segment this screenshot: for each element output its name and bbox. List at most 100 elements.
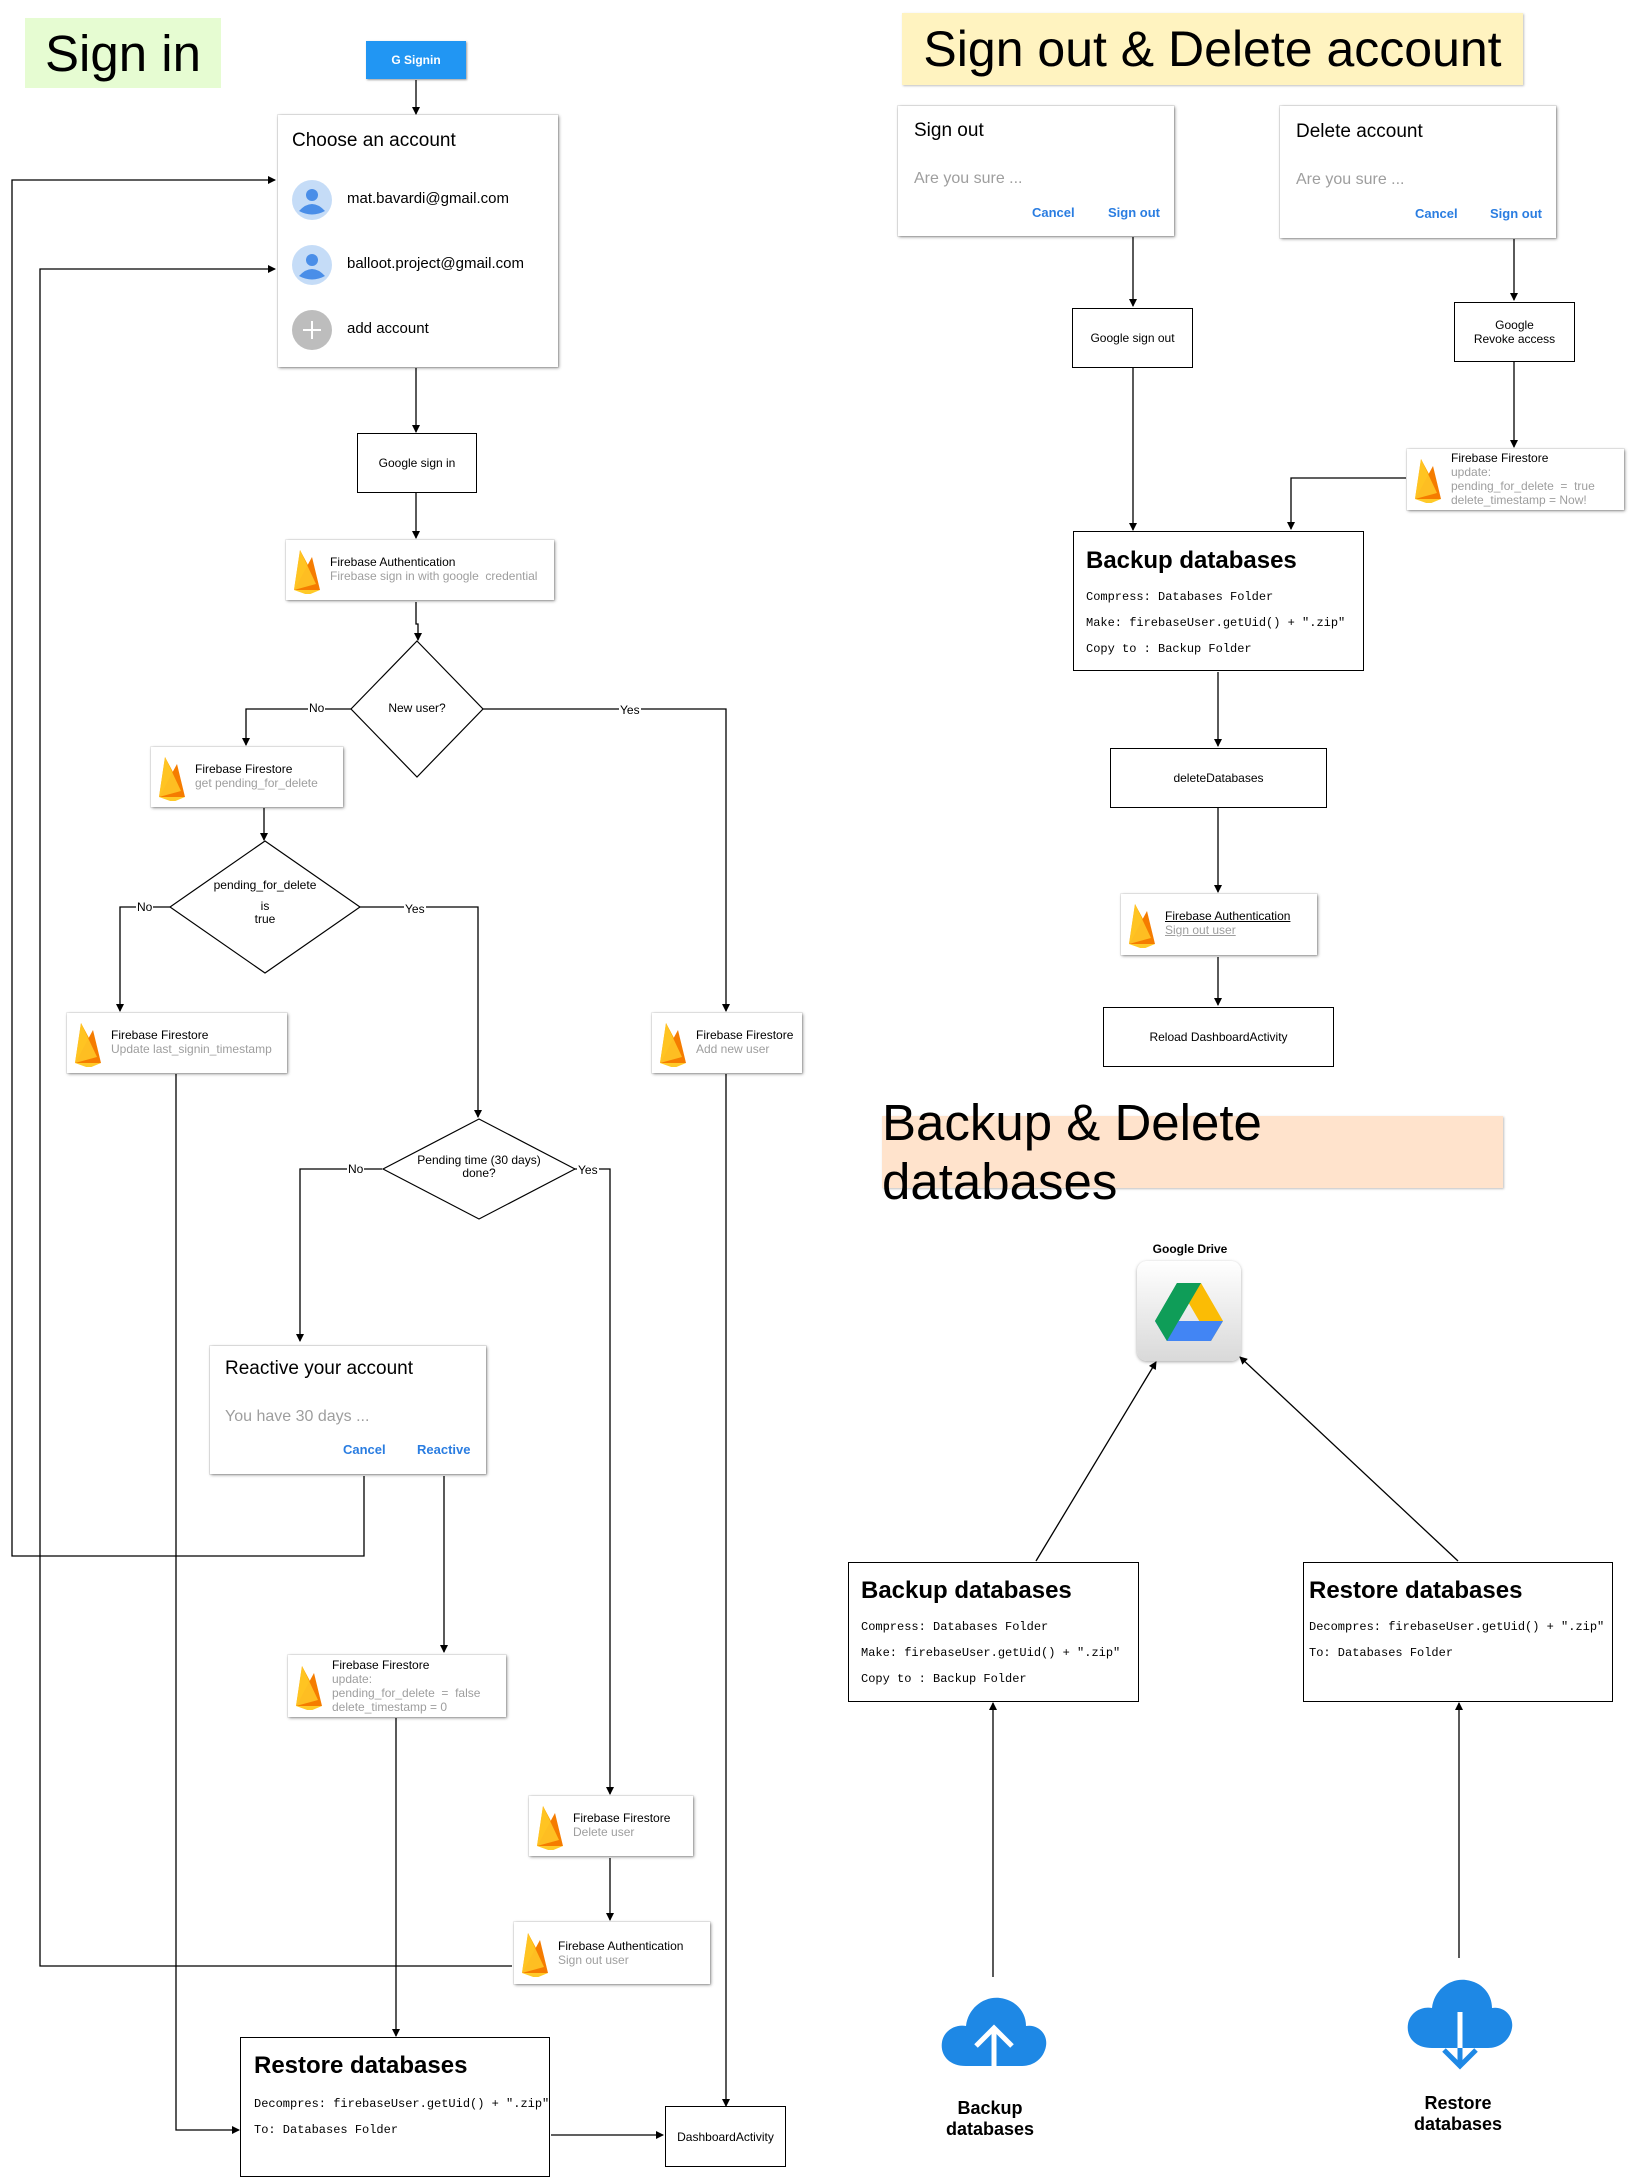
person-icon: [299, 254, 325, 280]
new-user-decision: [350, 640, 484, 778]
firebase-icon: [159, 757, 185, 801]
box-line: Compress: Databases Folder: [1086, 590, 1274, 604]
google-revoke-box: Google Revoke access: [1454, 302, 1575, 362]
card-subtitle: update: pending_for_delete = true delete…: [1451, 465, 1595, 507]
reload-dashboard-box: Reload DashboardActivity: [1103, 1007, 1334, 1067]
card-title: Firebase Authentication: [558, 1939, 684, 1953]
card-title: Firebase Firestore: [195, 762, 293, 776]
card-subtitle: Add new user: [696, 1042, 770, 1056]
box-line: Copy to : Backup Folder: [1086, 642, 1252, 656]
box-title: Restore databases: [254, 2052, 468, 2079]
google-drive-label: Google Drive: [1152, 1242, 1228, 1256]
firestore-update-last-card: Firebase Firestore Update last_signin_ti…: [67, 1013, 287, 1073]
box-line: Make: firebaseUser.getUid() + ".zip": [1086, 616, 1346, 630]
box-line: Copy to : Backup Folder: [861, 1672, 1027, 1686]
firebase-icon: [660, 1023, 686, 1067]
firebase-icon: [1129, 904, 1155, 948]
firebase-signout-card: Firebase Authentication Sign out user: [514, 1922, 710, 1984]
box-title: Restore databases: [1309, 1577, 1523, 1604]
dialog-message: Are you sure ...: [914, 170, 1023, 187]
card-title: Firebase Authentication: [330, 555, 456, 569]
firestore-update-pending-card: Firebase Firestore update: pending_for_d…: [288, 1655, 506, 1717]
sign-out-button[interactable]: Sign out: [1490, 206, 1542, 221]
dialog-message: You have 30 days ...: [225, 1408, 370, 1425]
delete-account-dialog: Delete account Are you sure ... Cancel S…: [1280, 106, 1556, 238]
firebase-auth-signout-card: Firebase Authentication Sign out user: [1121, 894, 1317, 955]
sign-out-button[interactable]: Sign out: [1108, 205, 1160, 220]
google-sign-out-box: Google sign out: [1072, 308, 1193, 368]
firestore-get-pending-card: Firebase Firestore get pending_for_delet…: [151, 747, 343, 807]
restore-databases-box: Restore databases Decompres: firebaseUse…: [1303, 1562, 1613, 1702]
card-subtitle: get pending_for_delete: [195, 776, 318, 790]
firebase-icon: [296, 1666, 322, 1710]
reactive-account-dialog: Reactive your account You have 30 days .…: [210, 1346, 486, 1474]
firestore-update-delete-card: Firebase Firestore update: pending_for_d…: [1407, 449, 1624, 510]
card-subtitle: Update last_signin_timestamp: [111, 1042, 272, 1056]
sign-out-dialog: Sign out Are you sure ... Cancel Sign ou…: [898, 106, 1174, 236]
firebase-icon: [1415, 459, 1441, 503]
dashboard-activity-box: DashboardActivity: [665, 2106, 786, 2167]
box-title: Backup databases: [861, 1577, 1072, 1604]
google-signin-button[interactable]: G Signin: [366, 41, 466, 79]
card-subtitle: Sign out user: [1165, 923, 1236, 937]
firestore-add-user-card: Firebase Firestore Add new user: [652, 1013, 802, 1073]
backup-databases-box: Backup databases Compress: Databases Fol…: [848, 1562, 1139, 1702]
add-account-label: add account: [347, 320, 429, 337]
card-subtitle: Firebase sign in with google credential: [330, 569, 538, 583]
pending-decision: [169, 840, 361, 974]
card-title: Firebase Firestore: [696, 1028, 794, 1042]
edge-label-yes: Yes: [577, 1163, 599, 1177]
delete-databases-box: deleteDatabases: [1110, 748, 1327, 808]
firebase-icon: [75, 1023, 101, 1067]
card-title: Firebase Firestore: [573, 1811, 671, 1825]
pending-time-label: Pending time (30 days) done?: [417, 1153, 541, 1180]
cloud-download-icon: [1407, 1979, 1513, 2070]
account-email: balloot.project@gmail.com: [347, 255, 524, 272]
box-line: Make: firebaseUser.getUid() + ".zip": [861, 1646, 1121, 1660]
dialog-title: Delete account: [1296, 121, 1423, 142]
edge-label-no: No: [308, 701, 326, 715]
google-drive-icon: [1137, 1261, 1241, 1361]
reactive-button[interactable]: Reactive: [417, 1442, 471, 1457]
edge-label-yes: Yes: [619, 703, 641, 717]
firebase-icon: [522, 1933, 548, 1977]
cancel-button[interactable]: Cancel: [343, 1442, 386, 1457]
cancel-button[interactable]: Cancel: [1032, 205, 1075, 220]
backup-databases-box: Backup databases Compress: Databases Fol…: [1073, 531, 1364, 671]
section-title-sign-out-delete: Sign out & Delete account: [902, 13, 1523, 85]
edge-label-no: No: [347, 1162, 365, 1176]
firebase-icon: [537, 1806, 563, 1850]
account-chooser-dialog: Choose an account mat.bavardi@gmail.com …: [278, 115, 558, 367]
dialog-title: Sign out: [914, 120, 984, 141]
firestore-delete-user-card: Firebase Firestore Delete user: [529, 1796, 693, 1856]
google-sign-in-box: Google sign in: [357, 433, 477, 493]
edge-label-no: No: [136, 900, 154, 914]
cloud-upload-label: Backup databases: [945, 2098, 1035, 2139]
firebase-icon: [294, 550, 320, 594]
account-email: mat.bavardi@gmail.com: [347, 190, 509, 207]
avatar: [292, 180, 332, 220]
box-line: Decompres: firebaseUser.getUid() + ".zip…: [254, 2097, 550, 2111]
card-subtitle: Delete user: [573, 1825, 635, 1839]
card-title: Firebase Authentication: [1165, 909, 1291, 923]
avatar: [292, 245, 332, 285]
plus-icon: [292, 310, 332, 350]
dialog-message: Are you sure ...: [1296, 171, 1405, 188]
cancel-button[interactable]: Cancel: [1415, 206, 1458, 221]
card-subtitle: Sign out user: [558, 1953, 629, 1967]
dialog-title: Reactive your account: [225, 1358, 413, 1379]
card-title: Firebase Firestore: [332, 1658, 430, 1672]
box-line: To: Databases Folder: [254, 2123, 399, 2137]
box-line: Decompres: firebaseUser.getUid() + ".zip…: [1309, 1620, 1605, 1634]
restore-databases-box: Restore databases Decompres: firebaseUse…: [240, 2037, 550, 2177]
person-icon: [299, 189, 325, 215]
card-title: Firebase Firestore: [1451, 451, 1549, 465]
pending-time-decision: [382, 1118, 576, 1220]
section-title-backup-delete: Backup & Delete databases: [882, 1094, 1503, 1210]
firebase-auth-card: Firebase Authentication Firebase sign in…: [286, 540, 554, 600]
new-user-label: New user?: [388, 701, 446, 715]
pending-label: pending_for_delete is true: [213, 878, 317, 926]
box-line: Compress: Databases Folder: [861, 1620, 1049, 1634]
chooser-title: Choose an account: [292, 130, 456, 151]
